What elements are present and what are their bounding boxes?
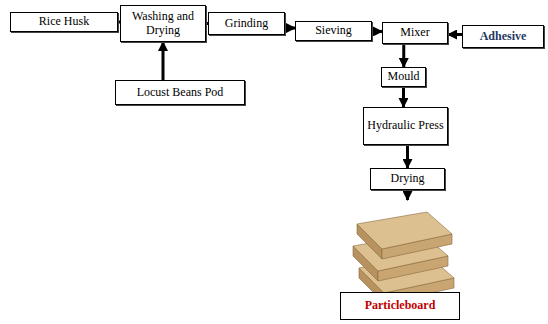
product-panel: Particleboard bbox=[340, 200, 460, 320]
particleboard-illustration bbox=[340, 204, 460, 294]
flow-arrow bbox=[448, 33, 462, 36]
node-label: Particleboard bbox=[365, 299, 436, 313]
board-face bbox=[357, 212, 452, 249]
flow-arrow bbox=[162, 42, 165, 80]
process-box: Locust Beans Pod bbox=[115, 80, 245, 105]
process-box: Grinding bbox=[208, 12, 285, 35]
node-label: Grinding bbox=[225, 17, 268, 31]
flow-arrow bbox=[285, 27, 295, 30]
node-label: Adhesive bbox=[480, 30, 527, 44]
flow-arrow bbox=[406, 145, 409, 168]
node-label: Rice Husk bbox=[39, 15, 89, 29]
process-box: Mixer bbox=[382, 22, 448, 44]
process-box: Hydraulic Press bbox=[363, 107, 448, 145]
product-label-box: Particleboard bbox=[340, 292, 460, 320]
process-box: Washing and Drying bbox=[120, 5, 206, 42]
process-box: Rice Husk bbox=[10, 12, 118, 32]
process-box: Drying bbox=[370, 168, 445, 190]
node-label: Locust Beans Pod bbox=[137, 86, 224, 100]
process-box: Sieving bbox=[295, 21, 372, 41]
node-label: Mould bbox=[387, 70, 419, 84]
node-label: Hydraulic Press bbox=[367, 119, 443, 133]
flow-arrow bbox=[402, 87, 405, 107]
flow-arrow bbox=[402, 44, 405, 67]
flow-arrow bbox=[406, 190, 409, 200]
flow-arrow bbox=[372, 30, 382, 33]
node-label: Washing and Drying bbox=[121, 10, 205, 38]
process-box: Mould bbox=[381, 67, 425, 87]
node-label: Drying bbox=[391, 172, 425, 186]
input-box: Adhesive bbox=[462, 25, 544, 48]
node-label: Sieving bbox=[315, 24, 352, 38]
node-label: Mixer bbox=[400, 26, 429, 40]
